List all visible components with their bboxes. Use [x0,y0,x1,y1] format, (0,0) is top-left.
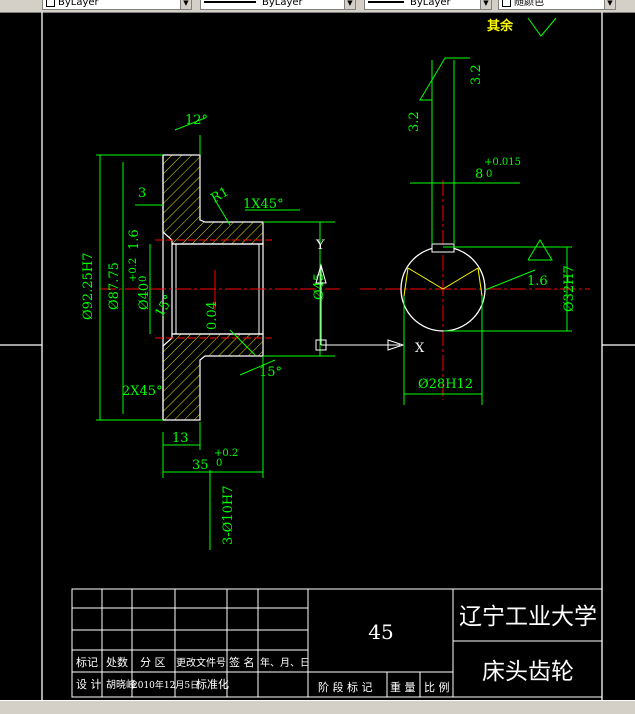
col-date: 年、月、日 [260,656,310,669]
linetype-combo[interactable]: ByLayer ▼ [200,0,356,10]
lineweight-combo[interactable]: ByLayer ▼ [364,0,492,10]
col-change-doc: 更改文件号 [176,656,226,669]
university-name: 辽宁工业大学 [459,604,597,630]
left-dimension-text: 3 12° R1 1X45° 2X45° 13 35 +0.2 0 15° 15… [81,113,327,545]
dim-tol-bore-up: +0.2 [128,258,139,282]
color-swatch [502,0,511,7]
dim-tol-bore-low: 0 [138,276,149,282]
dim-width-3: 3 [138,186,146,201]
dim-angle-bottom: 15° [259,365,282,380]
dim-angle-bore: 15° [152,293,177,320]
design-date: 2010年12月5日 [132,679,199,691]
dim-dia-32: Ø32H7 [562,265,577,312]
chevron-down-icon[interactable]: ▼ [480,0,491,9]
standardize-label: 标准化 [196,677,229,691]
right-dimension-lines [403,57,572,405]
ucs-icon: Y X [315,238,425,356]
roughness-value-right: 1.6 [527,274,548,289]
gear-section-view [100,154,340,421]
color-combo[interactable]: 随颜色 ▼ [498,0,616,10]
dim-tol-8-low: 0 [486,169,492,180]
status-bar [0,700,635,714]
roughness-value-keyway: 3.2 [407,111,422,132]
hub-end-view [360,180,590,400]
ucs-x-label: X [415,341,425,356]
layer-combo[interactable]: ByLayer ▼ [42,0,192,10]
dim-tol-8-up: +0.015 [484,157,521,168]
chevron-down-icon[interactable]: ▼ [180,0,191,9]
left-dimension-lines [96,117,335,550]
part-name: 床头齿轮 [482,659,574,685]
stage-mark-label: 阶 段 标 记 [318,680,373,694]
chevron-down-icon[interactable]: ▼ [604,0,615,9]
col-mark: 标记 [76,655,98,669]
dim-chamfer-top: 1X45° [243,197,284,212]
dim-dia-bore: Ø40 [137,283,152,310]
dim-runout: 0.04 [205,301,220,330]
lineweight-preview [368,1,404,3]
scale-label: 比 例 [424,680,450,694]
chevron-down-icon[interactable]: ▼ [344,0,355,9]
properties-toolbar: ByLayer ▼ ByLayer ▼ ByLayer ▼ 随颜色 ▼ [0,0,635,13]
dim-key-8: 8 [475,167,483,182]
dim-holes: 3-Ø10H7 [221,486,236,545]
right-dimension-text: 3.2 3.2 8 +0.015 0 1.6 Ø32H7 Ø28H12 [407,64,577,392]
col-zone: 分 区 [140,656,166,669]
dim-dia-45: Ø45 [312,273,327,300]
title-block [71,588,603,698]
dim-width-35: 35 [192,458,209,473]
roughness-symbol-top [527,17,557,37]
dim-dia-outer: Ø92.25H7 [81,253,96,320]
design-label: 设 计 [76,678,102,691]
material: 45 [368,620,393,644]
weight-label: 重 量 [390,680,416,694]
dim-width-13: 13 [172,431,189,446]
col-sign: 签 名 [229,655,255,669]
col-count: 处数 [106,656,128,669]
ucs-y-label: Y [315,238,325,253]
dim-radius: R1 [209,184,232,206]
drawing-frame [0,12,635,700]
dim-chamfer-bottom: 2X45° [122,384,163,399]
designer-name: 胡晓峰 [106,678,136,691]
roughness-other-label: 其余 [487,18,514,34]
layer-color-swatch [46,0,55,7]
dim-dia-28: Ø28H12 [418,377,473,392]
roughness-value-top: 3.2 [469,64,484,85]
dim-tol-35-low: 0 [216,458,222,469]
title-block-text: 45 辽宁工业大学 床头齿轮 标记 处数 分 区 更改文件号 签 名 年、月、日… [76,604,597,694]
linetype-preview [204,1,256,3]
roughness-value-left: 1.6 [127,229,142,250]
dim-angle-top: 12° [185,113,208,128]
dim-tol-35: +0.2 [214,448,238,459]
drawing-canvas[interactable]: 其余 [0,12,635,700]
dim-dia-pitch: Ø87.75 [107,262,122,310]
